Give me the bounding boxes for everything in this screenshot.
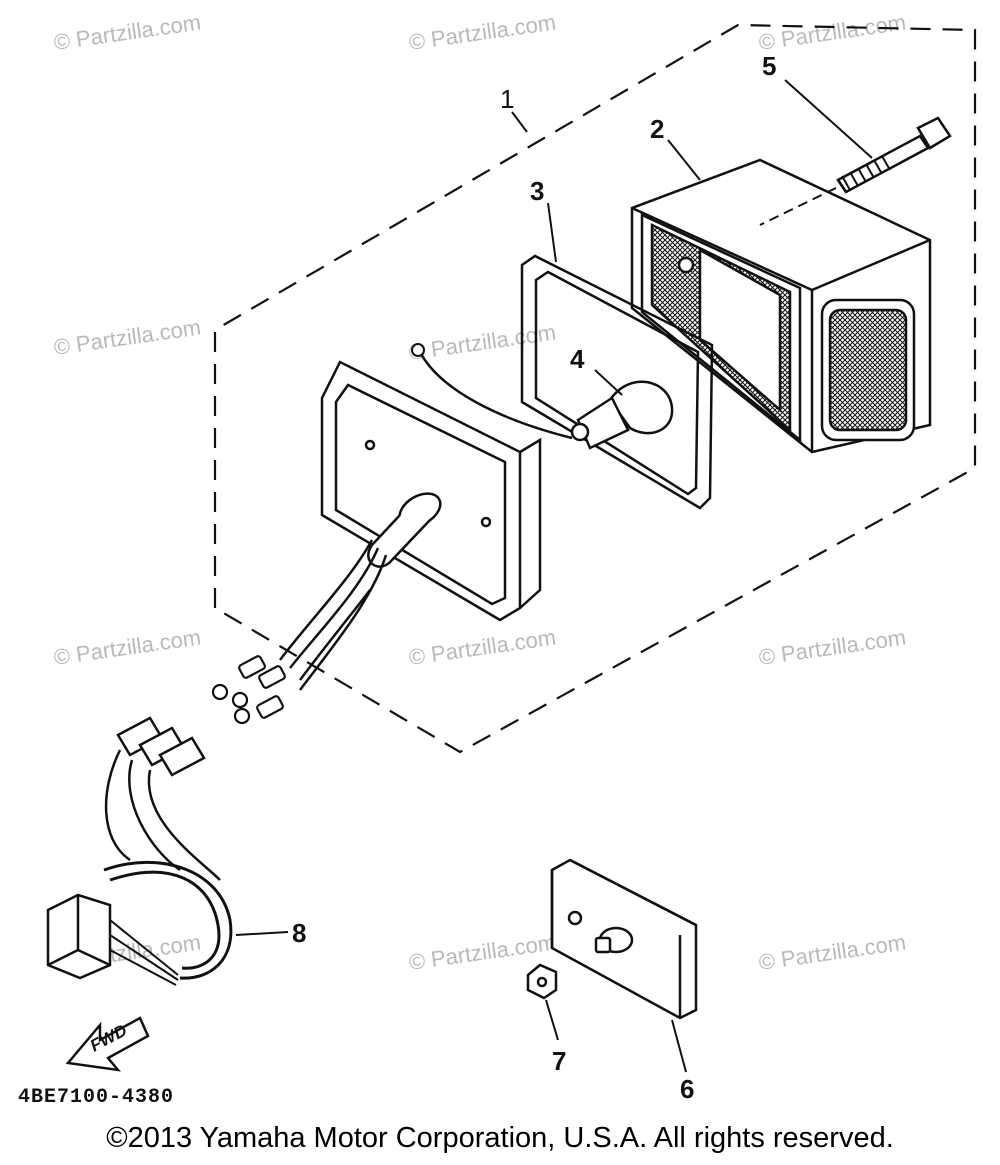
leader-7 [545,999,559,1041]
wire-eyelet [411,343,425,357]
watermark-7: © Partzilla.com [52,625,202,670]
bolt-axis [759,187,837,226]
copyright-notice: ©2013 Yamaha Motor Corporation, U.S.A. A… [106,1122,894,1154]
pigtail-wires [279,539,388,691]
watermark-8: © Partzilla.com [407,625,557,670]
leader-4 [594,369,623,396]
pigtail-terminals [211,655,286,725]
leader-8 [235,931,289,936]
callout-2: 2 [650,114,664,144]
watermark-2: © Partzilla.com [407,10,557,55]
watermark-4: © Partzilla.com [52,315,202,360]
watermark-12: © Partzilla.com [757,930,907,975]
callout-6: 6 [680,1074,694,1104]
callout-7: 7 [552,1046,566,1076]
watermark-9: © Partzilla.com [757,625,907,670]
license-bracket [550,858,698,1020]
diagram-part-code: 4BE7100-4380 [18,1086,175,1109]
fwd-arrow: FWD [65,1016,150,1072]
lamp-cover [630,158,932,454]
leader-1 [511,111,528,133]
watermark-3: © Partzilla.com [757,10,907,55]
lens-gasket [520,254,714,510]
socket-wire [418,351,573,440]
callout-4: 4 [570,344,585,374]
callout-5: 5 [762,51,776,81]
leader-3 [547,202,557,263]
callout-3: 3 [530,176,544,206]
callout-8: 8 [292,918,306,948]
callout-1: 1 [500,84,514,114]
leader-2 [667,139,701,181]
leader-5 [784,79,873,159]
leader-6 [671,1019,687,1073]
bulb [570,380,674,450]
bolt [836,116,952,194]
assembly-boundary [213,23,977,754]
nut [526,963,558,1000]
watermark-1: © Partzilla.com [52,10,202,55]
wire-harness [46,716,233,986]
lamp-body [320,360,542,622]
